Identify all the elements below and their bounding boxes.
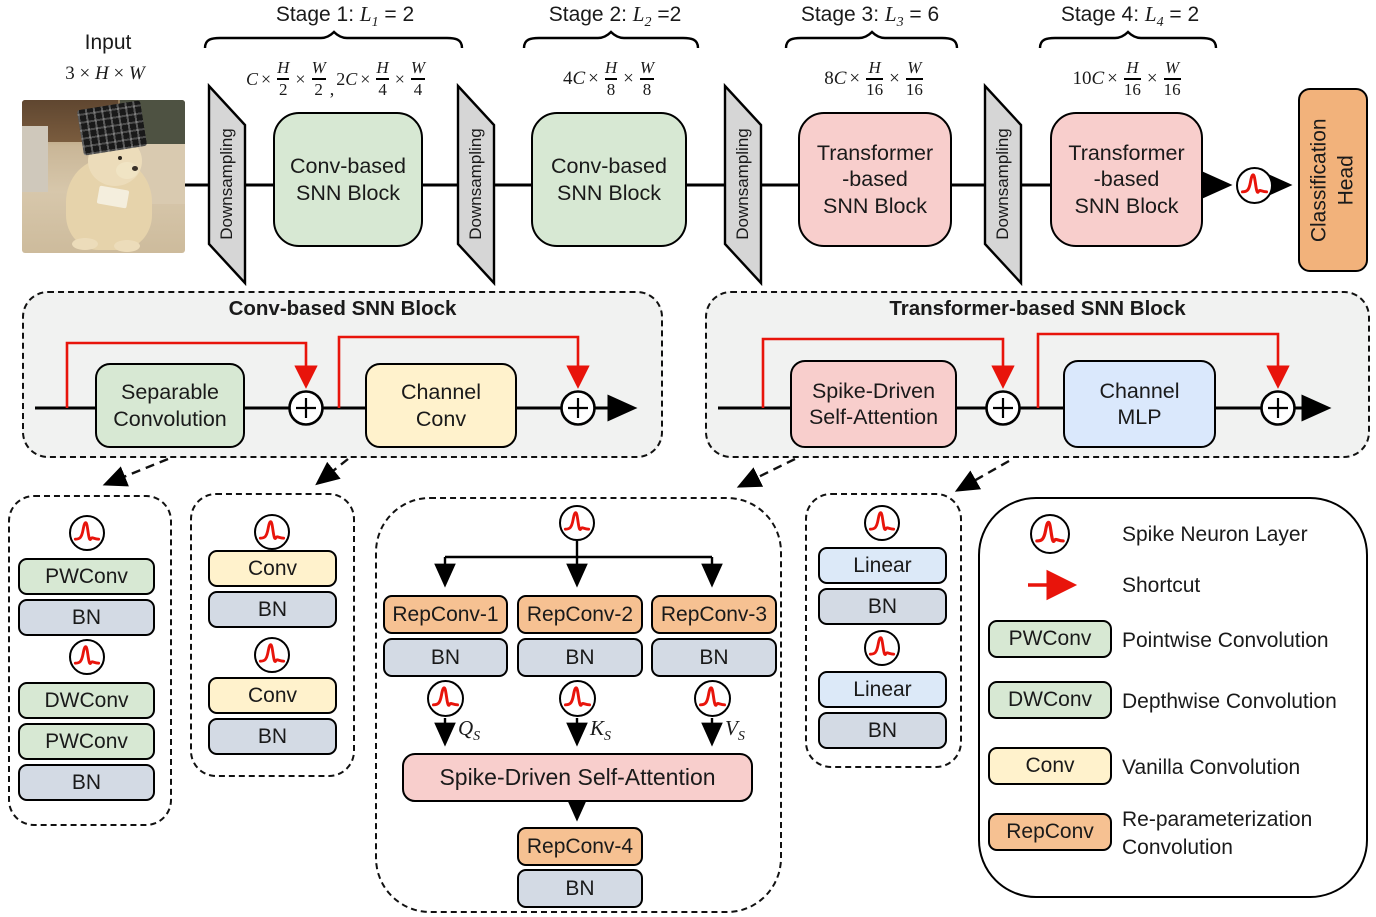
bn-box: BN: [517, 869, 643, 908]
stage2-title: Stage 2: L2 =2: [548, 2, 682, 31]
mlp-detail-panel: [805, 493, 962, 768]
legend-conv-box: Conv: [988, 747, 1112, 785]
sdsa-wide-box: Spike-Driven Self-Attention: [402, 753, 753, 802]
connector-sdsa-detail: [736, 457, 796, 488]
downsampling-label-3: Downsampling: [733, 128, 752, 240]
spike-neuron-icon: [69, 639, 105, 675]
stage4-title: Stage 4: L4 = 2: [1060, 2, 1200, 31]
bn-box: BN: [818, 588, 947, 625]
background-drawer: [22, 126, 48, 192]
query-label: QS: [458, 716, 481, 745]
conv-box: Conv: [208, 550, 337, 587]
linear-box: Linear: [818, 671, 947, 708]
key-label: KS: [590, 716, 612, 745]
bn-box: BN: [208, 718, 337, 755]
linear-box: Linear: [818, 547, 947, 584]
bn-box: BN: [208, 591, 337, 628]
bn-box: BN: [651, 638, 777, 677]
input-label: Input: [84, 31, 132, 54]
sdsa-detail-panel: [375, 497, 782, 913]
spike-neuron-icon: [254, 514, 290, 550]
sepconv-detail-panel: [8, 495, 172, 826]
spike-neuron-icon: [427, 680, 464, 717]
puppy-paw: [114, 240, 140, 252]
spike-neuron-icon: [559, 505, 595, 541]
downsampling-label-1: Downsampling: [217, 128, 236, 240]
bn-box: BN: [517, 638, 643, 677]
downsampling-label-4: Downsampling: [993, 128, 1012, 240]
legend-label-conv: Vanilla Convolution: [1122, 756, 1301, 779]
bn-box: BN: [18, 599, 155, 636]
pwconv-box: PWConv: [18, 558, 155, 595]
repconv1-box: RepConv-1: [383, 595, 508, 634]
spike-neuron-icon: [1236, 167, 1273, 204]
stage3-title: Stage 3: L3 = 6: [800, 2, 940, 31]
spike-neuron-icon: [864, 630, 900, 666]
input-image: [22, 100, 185, 253]
spike-neuron-icon: [69, 515, 105, 551]
legend-label-shortcut: Shortcut: [1122, 574, 1201, 597]
puppy-nose: [132, 166, 138, 171]
legend-repconv-box: RepConv: [988, 813, 1112, 851]
legend-pwconv-box: PWConv: [988, 620, 1112, 658]
bn-box: BN: [383, 638, 508, 677]
bn-box: BN: [18, 764, 155, 801]
legend-dwconv-box: DWConv: [988, 681, 1112, 719]
stage2-brace: [522, 30, 700, 49]
spike-neuron-icon: [864, 505, 900, 541]
bn-box: BN: [818, 712, 947, 749]
legend-label-pwconv: Pointwise Convolution: [1122, 629, 1329, 652]
conv-snn-block-panel-title: Conv-based SNN Block: [228, 297, 457, 320]
connector-channelconv-detail: [315, 458, 349, 486]
pwconv-box: PWConv: [18, 723, 155, 760]
transformer-snn-block-panel-title: Transformer-based SNN Block: [889, 297, 1186, 320]
stage1-brace: [203, 30, 464, 49]
legend-label-repconv: Re-parameterization Convolution: [1122, 808, 1313, 860]
input-dims: 3 × H × W: [65, 63, 145, 84]
spike-neuron-icon: [1030, 514, 1070, 554]
legend-label-dwconv: Depthwise Convolution: [1122, 690, 1337, 713]
dwconv-box: DWConv: [18, 682, 155, 719]
stage1-title: Stage 1: L1 = 2: [275, 2, 415, 31]
channelconv-detail-panel: [190, 493, 355, 777]
spike-neuron-icon: [559, 680, 596, 717]
stage3-brace: [784, 30, 959, 49]
stage4-brace: [1038, 30, 1218, 49]
spike-neuron-icon: [254, 637, 290, 673]
spike-neuron-icon: [694, 680, 731, 717]
repconv3-box: RepConv-3: [651, 595, 777, 634]
downsampling-label-2: Downsampling: [466, 128, 485, 240]
connector-mlp-detail: [954, 459, 1010, 492]
puppy-eye: [118, 156, 122, 160]
conv-box: Conv: [208, 677, 337, 714]
puppy-paw: [72, 238, 98, 250]
connector-sepconv-detail: [102, 457, 169, 487]
legend-label-spike: Spike Neuron Layer: [1122, 523, 1308, 546]
repconv2-box: RepConv-2: [517, 595, 643, 634]
value-label: VS: [725, 716, 745, 745]
repconv4-box: RepConv-4: [517, 827, 643, 866]
